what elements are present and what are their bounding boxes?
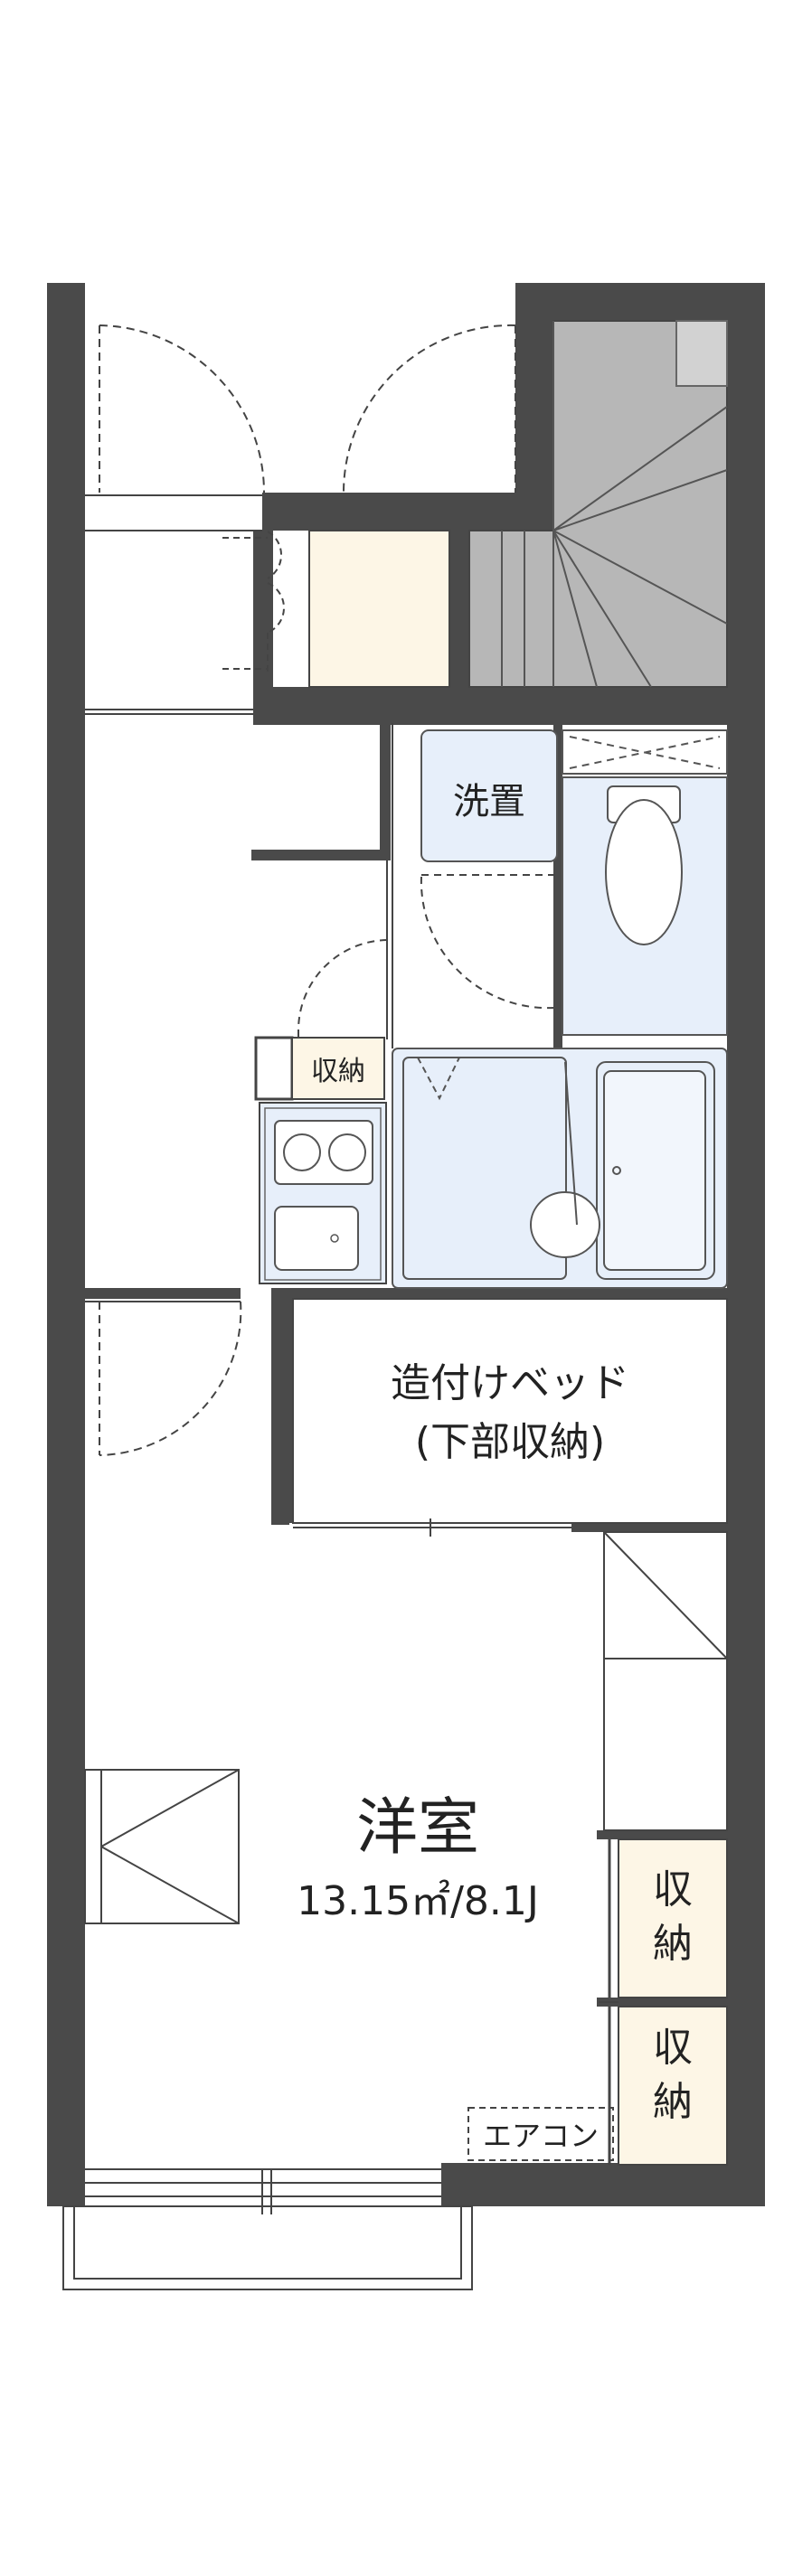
room-door bbox=[85, 1301, 242, 1456]
small-storage-label: 収納 bbox=[311, 1056, 365, 1087]
western-room-label: 洋室 bbox=[356, 1792, 479, 1864]
interior-walls bbox=[85, 493, 727, 2007]
built-in-bed bbox=[292, 1298, 728, 1537]
kitchen-area bbox=[254, 1036, 387, 1284]
closet1-char2: 納 bbox=[653, 1921, 693, 1967]
exterior-walls bbox=[47, 283, 765, 2206]
washer-space bbox=[420, 729, 558, 862]
closet-2 bbox=[599, 2001, 728, 2166]
toilet-room bbox=[562, 729, 728, 1036]
bed-label-line1: 造付けベッド bbox=[391, 1360, 629, 1406]
balcony bbox=[62, 2168, 473, 2290]
bed-label-line2: (下部収納) bbox=[415, 1419, 605, 1465]
washer-label: 洗置 bbox=[453, 781, 525, 823]
floor-marker bbox=[84, 1769, 240, 1924]
closet2-char1: 収 bbox=[653, 2025, 693, 2071]
staircase bbox=[468, 320, 728, 688]
wash-door bbox=[420, 876, 554, 1010]
shelf bbox=[603, 1531, 728, 1831]
closet2-char2: 納 bbox=[653, 2079, 693, 2125]
entrance-storage bbox=[308, 530, 450, 688]
western-room-area: 13.15㎡/8.1J bbox=[297, 1878, 539, 1924]
hallway-door bbox=[85, 709, 393, 1048]
bathroom bbox=[392, 1048, 728, 1289]
closet-1 bbox=[608, 1838, 728, 1998]
aircon-label: エアコン bbox=[483, 2119, 599, 2153]
entrance-doors bbox=[85, 324, 516, 715]
closet1-char1: 収 bbox=[653, 1866, 693, 1913]
